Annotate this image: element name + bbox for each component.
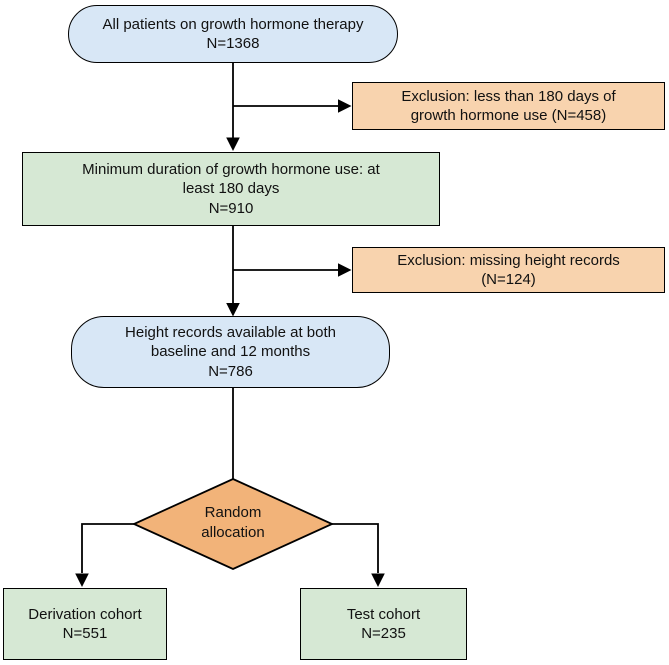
arrowhead-icon (226, 137, 240, 151)
arrowhead-icon (371, 573, 385, 587)
node-exclusion-less-than-180-days: Exclusion: less than 180 days of growth … (352, 82, 665, 130)
node-test-cohort: Test cohort N=235 (300, 588, 467, 660)
arrowhead-icon (338, 99, 352, 113)
arrowhead-icon (338, 263, 352, 277)
node-exclusion-missing-height-records: Exclusion: missing height records (N=124… (352, 247, 665, 293)
node-min-duration: Minimum duration of growth hormone use: … (22, 152, 440, 226)
arrowhead-icon (75, 573, 89, 587)
node-height-records-available: Height records available at both baselin… (71, 316, 390, 388)
diamond-random-allocation-label: Random allocation (201, 504, 265, 541)
node-derivation-cohort: Derivation cohort N=551 (3, 588, 167, 660)
arrowhead-icon (226, 303, 240, 317)
diamond-shape (131, 478, 335, 570)
connector-diamond-to-derivation (81, 523, 134, 573)
connector-diamond-to-test (332, 523, 379, 573)
node-all-patients: All patients on growth hormone therapy N… (68, 5, 398, 63)
